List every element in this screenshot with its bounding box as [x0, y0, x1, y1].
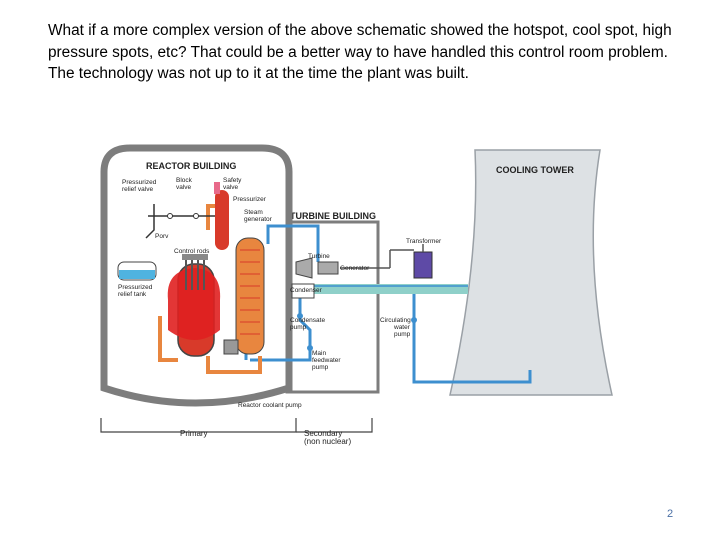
cooling-tower-label: COOLING TOWER: [496, 165, 574, 175]
condenser: [291, 283, 315, 299]
secondary-loop: [244, 224, 532, 384]
safety-valve-icon: [214, 182, 220, 194]
label-circulating-water-pump: Circulating water pump: [380, 317, 413, 338]
label-steam-generator: Steam generator: [244, 209, 273, 223]
label-porv: Porv: [155, 233, 169, 240]
page-number: 2: [667, 508, 674, 520]
label-transformer: Transformer: [406, 238, 442, 245]
cooling-water-channel: [300, 284, 468, 294]
label-block-valve: Block valve: [176, 177, 194, 191]
turbine-building-label: TURBINE BUILDING: [290, 211, 376, 221]
label-pressurizer: Pressurizer: [233, 196, 267, 203]
primary-secondary-brackets: [100, 418, 373, 433]
steam-generator: [235, 237, 265, 355]
label-pressurized-relief-tank: Pressurized relief tank: [118, 284, 154, 298]
turbine-building: [285, 220, 380, 394]
reactor-coolant-pump: [223, 339, 239, 355]
label-condensate-pump: Condensate pump: [290, 317, 327, 331]
cooling-tower: [449, 149, 613, 396]
label-generator: Generator: [340, 265, 370, 272]
label-control-rods: Control rods: [174, 248, 210, 255]
label-turbine: Turbine: [308, 253, 330, 260]
label-safety-valve: Safety valve: [223, 177, 243, 191]
label-condenser: Condenser: [290, 287, 323, 294]
pressurizer: [215, 190, 229, 250]
label-pressurized-relief-valve: Pressurized relief valve: [122, 179, 158, 193]
reactor-building-label: REACTOR BUILDING: [146, 161, 236, 171]
transformer: [413, 251, 433, 279]
feedwater-pump-icon: [307, 345, 313, 351]
label-primary: Primary: [180, 429, 208, 438]
condensate-pump-icon: [297, 313, 303, 319]
label-main-feedwater-pump: Main feedwater pump: [312, 350, 342, 371]
reactor-core-glow: [167, 268, 221, 340]
generator: [317, 261, 339, 275]
turbine: [295, 257, 313, 279]
label-secondary: Secondary (non nuclear): [304, 429, 351, 446]
circulating-water-pump-icon: [411, 317, 417, 323]
relief-line: [145, 204, 155, 239]
slide-body-text: What if a more complex version of the ab…: [48, 22, 672, 82]
label-reactor-coolant-pump: Reactor coolant pump: [238, 402, 302, 409]
